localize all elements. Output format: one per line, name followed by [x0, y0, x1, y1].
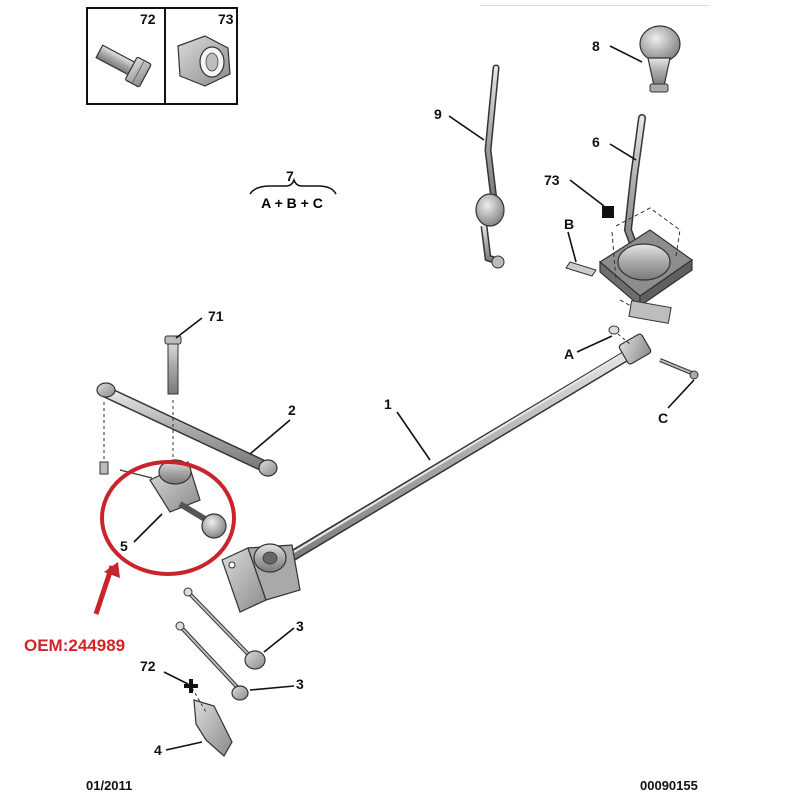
- footer-reference-code: 00090155: [640, 778, 698, 793]
- gear-knob-part-8: [639, 25, 681, 93]
- oem-arrow-head: [104, 562, 120, 578]
- reaction-rod-part-2: [96, 382, 278, 477]
- fastener-legend-box: [86, 7, 238, 105]
- legend-nut-number: 73: [218, 11, 234, 27]
- legend-bolt-icon: [95, 44, 152, 88]
- callout-7: 7: [286, 168, 294, 184]
- callout-8: 8: [592, 38, 600, 54]
- callout-72: 72: [140, 658, 156, 674]
- clip-part-4: [191, 687, 233, 757]
- fastener-A: [608, 325, 631, 345]
- screw-part-72-marker: [184, 679, 198, 693]
- group-formula: A + B + C: [261, 195, 323, 211]
- shift-rod-part-1: [266, 333, 652, 574]
- gear-housing: [565, 206, 694, 324]
- fastener-C: [659, 358, 699, 380]
- callout-73: 73: [544, 172, 560, 188]
- callout-1: 1: [384, 396, 392, 412]
- lever-part-5: [119, 459, 227, 539]
- callout-B: B: [564, 216, 575, 232]
- callout-4: 4: [154, 742, 162, 758]
- callout-6: 6: [592, 134, 600, 150]
- callout-2: 2: [288, 402, 296, 418]
- callout-71: 71: [208, 308, 224, 324]
- callout-9: 9: [434, 106, 442, 122]
- callout-3-upper: 3: [296, 618, 304, 634]
- link-rods-part-3: [175, 587, 266, 701]
- bolt-part-71: [99, 335, 182, 475]
- callout-C: C: [658, 410, 669, 426]
- rod-end-bracket: [221, 543, 301, 613]
- oem-highlight-circle: [100, 460, 236, 576]
- footer-date-code: 01/2011: [86, 778, 133, 793]
- legend-bolt-number: 72: [140, 11, 156, 27]
- callout-A: A: [564, 346, 575, 362]
- leader-lines: [133, 45, 695, 751]
- callout-3-lower: 3: [296, 676, 304, 692]
- selector-rod-part-9: [475, 64, 505, 269]
- legend-nut-icon: [177, 35, 231, 87]
- legend-divider: [164, 7, 166, 105]
- top-border-line: [480, 0, 710, 6]
- oem-number-label: OEM:244989: [24, 636, 126, 655]
- callout-5: 5: [120, 538, 128, 554]
- group-brace: [249, 177, 337, 195]
